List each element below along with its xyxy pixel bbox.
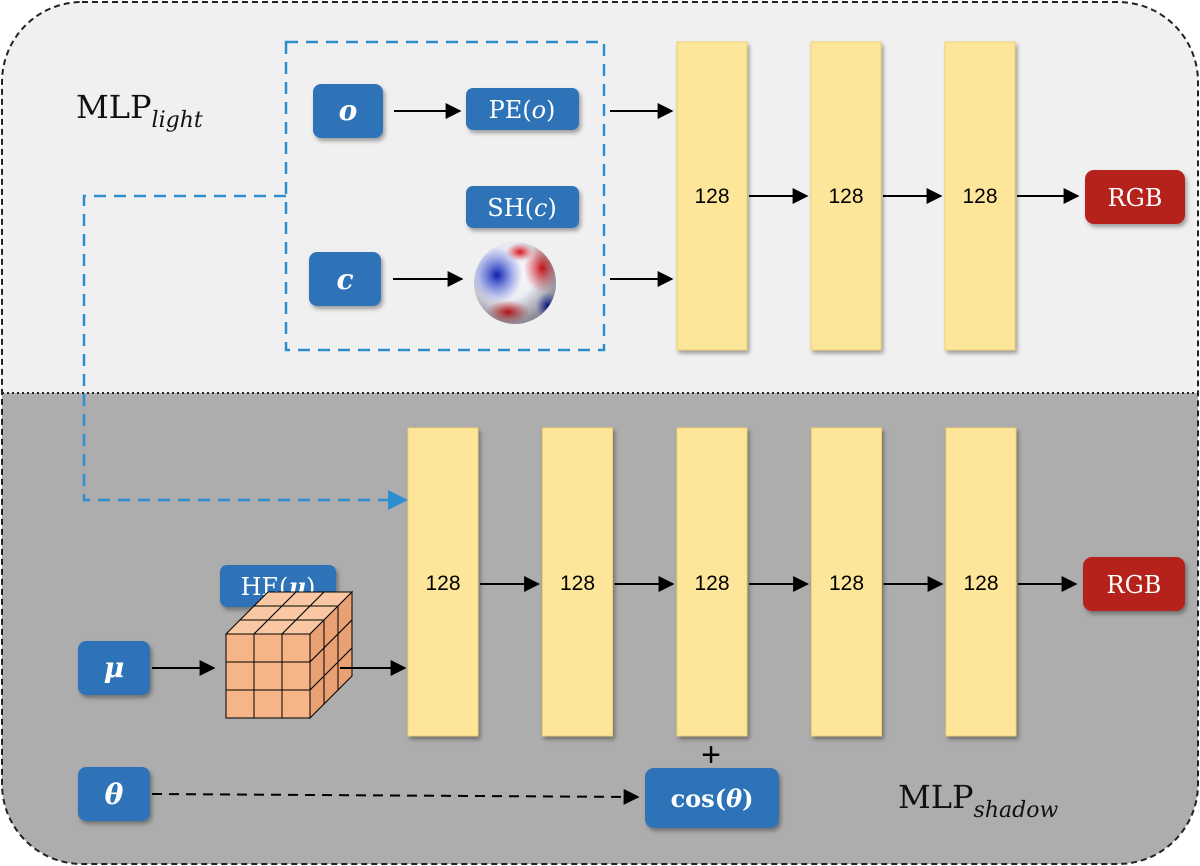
svg-text:RGB: RGB: [1108, 184, 1163, 212]
shadow-layer-3-label: 128: [694, 572, 729, 595]
light-layer-2: [810, 41, 882, 351]
sh-encoding-box: SH(c): [466, 186, 579, 228]
light-layer-1-label: 128: [694, 185, 729, 208]
input-c-box: c: [309, 252, 381, 306]
cos-theta-box: cos(θ): [645, 768, 779, 828]
svg-text:o: o: [339, 94, 358, 127]
input-theta-box: θ: [78, 767, 150, 821]
svg-text:c: c: [336, 263, 353, 296]
light-layer-3: [944, 41, 1016, 351]
shadow-layer-2: [542, 427, 613, 737]
svg-text:SH(c): SH(c): [487, 194, 557, 222]
spherical-harmonics-sphere-icon: [474, 242, 556, 324]
shadow-layer-5: [945, 427, 1017, 737]
svg-text:cos(θ): cos(θ): [671, 784, 754, 813]
pe-encoding-box: PE(o): [466, 88, 579, 130]
svg-text:μ: μ: [104, 651, 125, 684]
light-layer-2-label: 128: [828, 185, 863, 208]
shadow-layer-2-label: 128: [560, 572, 595, 595]
shadow-layer-4-label: 128: [829, 572, 864, 595]
shadow-layer-1: [407, 427, 479, 737]
hash-grid-cube-icon: [224, 590, 354, 720]
plus-sign: +: [701, 736, 721, 774]
input-o-box: o: [313, 84, 383, 138]
shadow-layer-3: [676, 427, 748, 737]
arrow-theta-to-cos: [151, 788, 640, 805]
shadow-layer-1-label: 128: [425, 572, 460, 595]
shadow-layer-5-label: 128: [963, 572, 998, 595]
shadow-layer-4: [811, 427, 882, 737]
light-to-shadow-skip-connection: [82, 194, 408, 510]
svg-text:RGB: RGB: [1107, 571, 1162, 599]
svg-text:θ: θ: [105, 778, 124, 811]
encoding-group-box: [284, 40, 606, 352]
shadow-rgb-output: RGB: [1083, 557, 1185, 611]
mlp-shadow-title: MLPshadow: [898, 778, 1058, 823]
svg-text:PE(o): PE(o): [489, 96, 556, 124]
input-mu-box: μ: [78, 641, 150, 695]
light-layer-1: [676, 41, 748, 351]
light-layer-3-label: 128: [962, 185, 997, 208]
mlp-light-title: MLPlight: [76, 88, 203, 133]
light-rgb-output: RGB: [1085, 170, 1185, 224]
